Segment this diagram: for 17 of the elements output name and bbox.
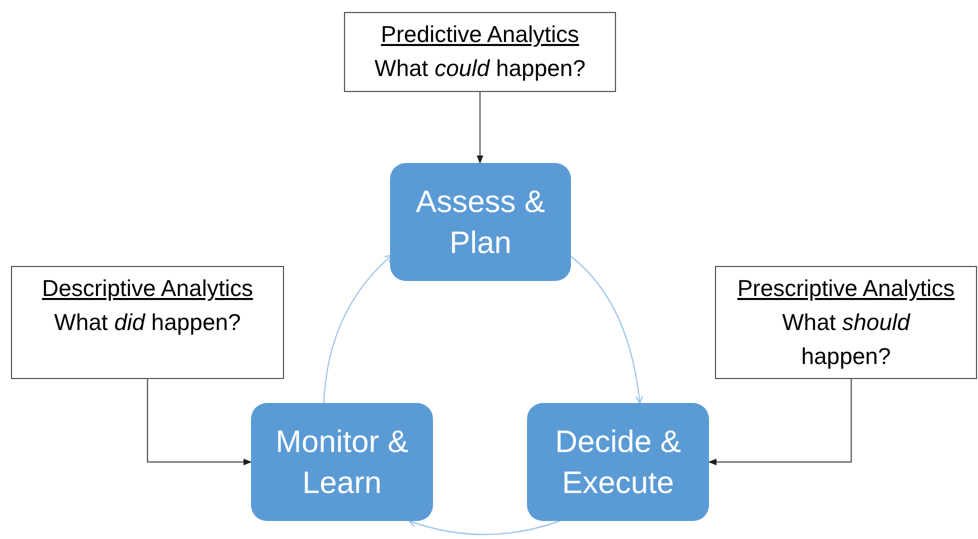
note-box xyxy=(715,266,977,379)
arrow xyxy=(408,519,560,536)
process-box: Monitor & Learn xyxy=(251,403,433,521)
process-box: Decide & Execute xyxy=(527,403,709,521)
question: What did happen? xyxy=(54,308,241,337)
note-box xyxy=(344,12,616,92)
question: What could happen? xyxy=(374,54,586,83)
arrow xyxy=(568,254,643,404)
arrow xyxy=(476,92,484,164)
note-box xyxy=(11,266,284,379)
heading: Prescriptive Analytics xyxy=(737,274,955,303)
process-box: Assess & Plan xyxy=(390,163,571,281)
arrow xyxy=(708,379,852,466)
question: What should happen? xyxy=(781,308,912,371)
heading: Descriptive Analytics xyxy=(42,274,253,303)
arrow xyxy=(146,379,252,466)
heading: Predictive Analytics xyxy=(380,20,580,49)
